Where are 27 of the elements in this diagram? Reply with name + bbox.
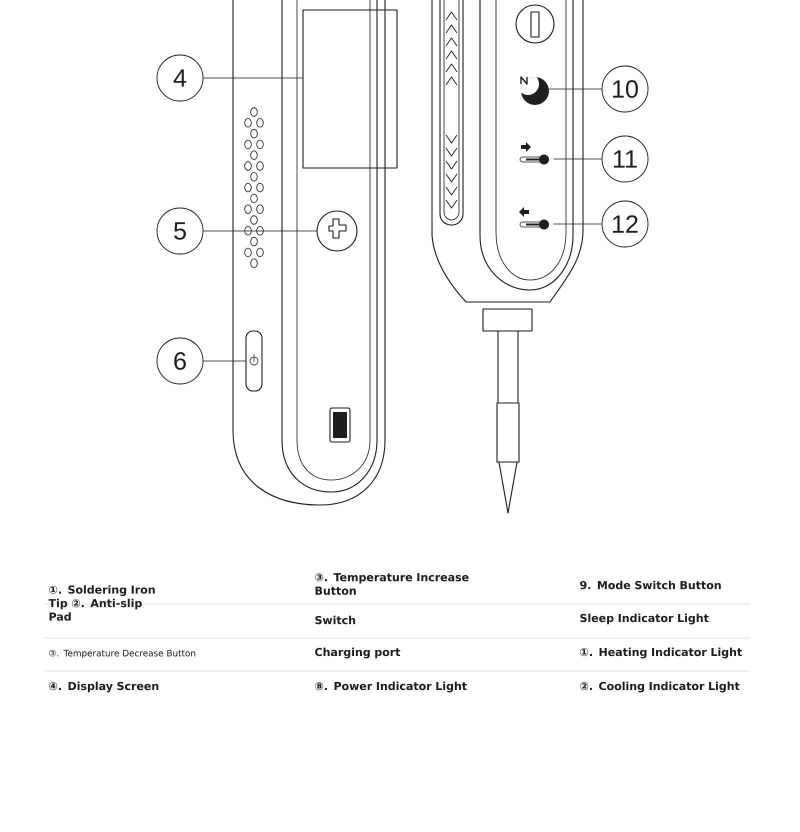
callout-number: 5 xyxy=(156,208,204,254)
leader-line xyxy=(203,230,317,232)
table-cell-text: Switch xyxy=(315,616,356,624)
table-cell-text: ②. Cooling Indicator Light xyxy=(580,682,740,692)
callout-number: 6 xyxy=(156,338,204,384)
power-button xyxy=(245,330,263,392)
leader-line xyxy=(553,158,602,160)
callout-number: 12 xyxy=(602,200,648,248)
table-cell-text: 9. Mode Switch Button xyxy=(580,580,721,590)
table-cell-text: ①. Soldering Iron Tip ②. Anti-slip Pad xyxy=(48,585,155,621)
table-cell-text: Charging port xyxy=(315,648,400,658)
plus-button xyxy=(316,210,358,252)
callout-number: 4 xyxy=(156,54,204,102)
thermometer-icon xyxy=(519,207,549,230)
leader-line xyxy=(548,88,602,90)
sleep-icon xyxy=(520,76,549,105)
table-cell-text: ⑧. Power Indicator Light xyxy=(315,682,467,692)
table-cell-text: ③. Temperature Increase Button xyxy=(315,573,469,595)
callout-number: 10 xyxy=(602,66,648,112)
thermometer-icon xyxy=(520,142,549,164)
table-cell-text: ③. Temperature Decrease Button xyxy=(49,650,196,658)
table-cell-text: ①. Heating Indicator Light xyxy=(580,648,742,658)
callout-number: 11 xyxy=(602,136,648,182)
display-screen xyxy=(302,9,398,169)
leader-line xyxy=(203,360,246,362)
table-cell-text: ④. Display Screen xyxy=(49,682,158,692)
table-cell-text: Sleep Indicator Light xyxy=(580,614,709,624)
